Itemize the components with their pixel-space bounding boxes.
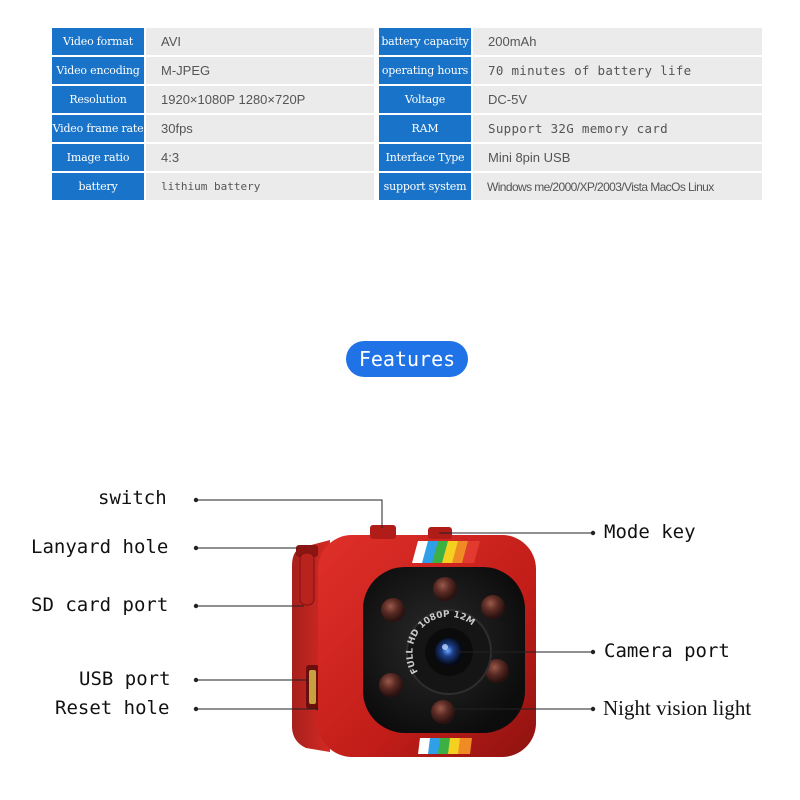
spec-key: battery bbox=[52, 173, 144, 200]
spec-key: RAM bbox=[379, 115, 471, 142]
spec-value: 200mAh bbox=[473, 28, 762, 55]
spec-key: Voltage bbox=[379, 86, 471, 113]
spec-table-left: Video format AVI Video encoding M-JPEG R… bbox=[52, 28, 374, 202]
spec-row: operating hours 70 minutes of battery li… bbox=[379, 57, 762, 84]
leader-dots bbox=[193, 497, 596, 712]
spec-value: M-JPEG bbox=[146, 57, 374, 84]
callout-night-vision-light: Night vision light bbox=[603, 696, 752, 720]
callout-lanyard-hole: Lanyard hole bbox=[31, 536, 169, 558]
spec-row: Video frame rate 30fps bbox=[52, 115, 374, 142]
features-heading: Features bbox=[346, 341, 468, 377]
spec-value: DC-5V bbox=[473, 86, 762, 113]
spec-key: support system bbox=[379, 173, 471, 200]
callout-switch: switch bbox=[98, 487, 167, 509]
switch-button-shape bbox=[370, 525, 396, 539]
spec-row: battery lithium battery bbox=[52, 173, 374, 200]
spec-key: Video encoding bbox=[52, 57, 144, 84]
callout-camera-port: Camera port bbox=[604, 640, 730, 662]
spec-row: Interface Type Mini 8pin USB bbox=[379, 144, 762, 171]
spec-value: AVI bbox=[146, 28, 374, 55]
spec-value: 70 minutes of battery life bbox=[473, 57, 762, 84]
spec-value: Support 32G memory card bbox=[473, 115, 762, 142]
callout-sd-card-port: SD card port bbox=[31, 594, 169, 616]
spec-row: Video encoding M-JPEG bbox=[52, 57, 374, 84]
spec-row: Image ratio 4:3 bbox=[52, 144, 374, 171]
night-vision-leds bbox=[379, 577, 509, 724]
callout-reset-hole: Reset hole bbox=[55, 697, 170, 719]
rainbow-stripe-bottom bbox=[418, 738, 472, 754]
spec-key: Resolution bbox=[52, 86, 144, 113]
callout-usb-port: USB port bbox=[79, 668, 171, 690]
callout-mode-key: Mode key bbox=[604, 521, 696, 543]
spec-table-right: battery capacity 200mAh operating hours … bbox=[379, 28, 762, 202]
spec-row: RAM Support 32G memory card bbox=[379, 115, 762, 142]
spec-key: Video format bbox=[52, 28, 144, 55]
spec-value: 4:3 bbox=[146, 144, 374, 171]
spec-value: 30fps bbox=[146, 115, 374, 142]
spec-key: Video frame rate bbox=[52, 115, 144, 142]
spec-key: battery capacity bbox=[379, 28, 471, 55]
spec-value: Mini 8pin USB bbox=[473, 144, 762, 171]
spec-key: operating hours bbox=[379, 57, 471, 84]
spec-value: 1920×1080P 1280×720P bbox=[146, 86, 374, 113]
spec-value: lithium battery bbox=[146, 173, 374, 200]
leader-lines bbox=[196, 499, 593, 710]
spec-row: support system Windows me/2000/XP/2003/V… bbox=[379, 173, 762, 200]
spec-row: Voltage DC-5V bbox=[379, 86, 762, 113]
spec-key: Image ratio bbox=[52, 144, 144, 171]
rainbow-stripe-top bbox=[412, 541, 480, 563]
camera-lens: FULL HD 1080P 12M bbox=[405, 609, 492, 695]
spec-key: Interface Type bbox=[379, 144, 471, 171]
spec-value: Windows me/2000/XP/2003/Vista MacOs Linu… bbox=[473, 173, 762, 200]
spec-row: Video format AVI bbox=[52, 28, 374, 55]
spec-row: battery capacity 200mAh bbox=[379, 28, 762, 55]
spec-row: Resolution 1920×1080P 1280×720P bbox=[52, 86, 374, 113]
